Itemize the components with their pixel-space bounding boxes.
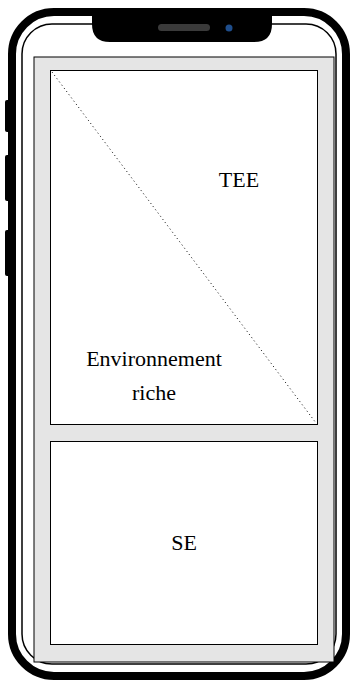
speaker-slot	[158, 24, 210, 31]
secure-element-box: SE	[50, 441, 318, 645]
screen-frame	[34, 57, 334, 662]
trusted-area-box: TEE Environnement riche	[50, 70, 318, 425]
camera-dot	[226, 25, 233, 32]
zone-label: TEE	[199, 166, 279, 194]
zone-label: SE	[51, 526, 317, 560]
phone-body	[12, 12, 346, 676]
zone-label: Environnement riche	[74, 342, 234, 410]
phone-notch	[92, 10, 272, 42]
screen-edge	[22, 24, 336, 664]
